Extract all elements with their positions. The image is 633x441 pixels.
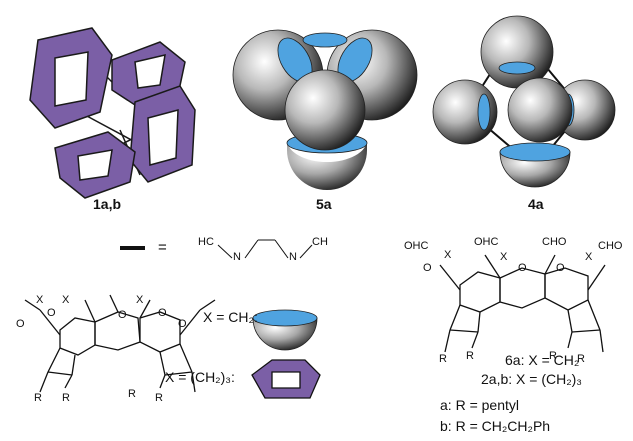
left-r-2: R — [62, 392, 70, 404]
right-r-3: R — [549, 350, 557, 362]
left-x-2: X — [62, 294, 70, 306]
left-o-1: O — [16, 318, 25, 330]
diimine-n1: N — [233, 251, 241, 263]
bowl-icon — [252, 309, 318, 351]
right-o-1: O — [423, 262, 432, 274]
cavitand-left-skeleton — [24, 294, 216, 393]
left-r-3: R — [128, 388, 136, 400]
cavitand-right-skeleton — [439, 254, 606, 353]
left-o-5: O — [178, 318, 187, 330]
right-o-3: O — [556, 262, 565, 274]
right-r-1: R — [439, 353, 447, 365]
substituent-a: a: R = pentyl — [440, 397, 519, 413]
right-r-4: R — [577, 353, 585, 365]
substituent-b: b: R = CH₂CH₂Ph — [440, 418, 551, 434]
diimine-n2: N — [289, 251, 297, 263]
right-ohc-2: OHC — [474, 236, 499, 248]
model-5a — [232, 29, 418, 190]
right-cho-1: CHO — [542, 236, 567, 248]
label-6a: 6a: X = CH₂ — [505, 352, 580, 368]
left-r-4: R — [155, 392, 163, 404]
diimine-hc: HC — [198, 236, 214, 248]
right-x-1: X — [444, 249, 452, 261]
legend-x-ch2: X = CH₂: — [203, 309, 258, 325]
label-4a: 4a — [528, 196, 544, 212]
cage-1ab — [29, 27, 196, 199]
label-2ab: 2a,b: X = (CH₂)₃ — [481, 371, 583, 387]
right-x-3: X — [585, 251, 593, 263]
left-o-3: O — [118, 309, 127, 321]
diimine-ch: CH — [312, 236, 328, 248]
model-4a — [432, 15, 616, 188]
left-o-2: O — [47, 307, 56, 319]
right-x-2: X — [500, 251, 508, 263]
left-x-3: X — [136, 294, 144, 306]
label-1ab: 1a,b — [93, 196, 122, 212]
right-cho-2: CHO — [598, 240, 623, 252]
label-5a: 5a — [316, 196, 332, 212]
legend-x-ch2-3: X = (CH₂)₃: — [165, 369, 235, 385]
left-x-1: X — [36, 294, 44, 306]
diimine-structure — [217, 239, 313, 259]
right-r-2: R — [466, 350, 474, 362]
legend-equals: = — [158, 239, 167, 256]
box-icon — [251, 359, 321, 399]
left-r-1: R — [34, 392, 42, 404]
right-o-2: O — [518, 262, 527, 274]
left-o-4: O — [158, 307, 167, 319]
right-ohc-1: OHC — [404, 240, 429, 252]
